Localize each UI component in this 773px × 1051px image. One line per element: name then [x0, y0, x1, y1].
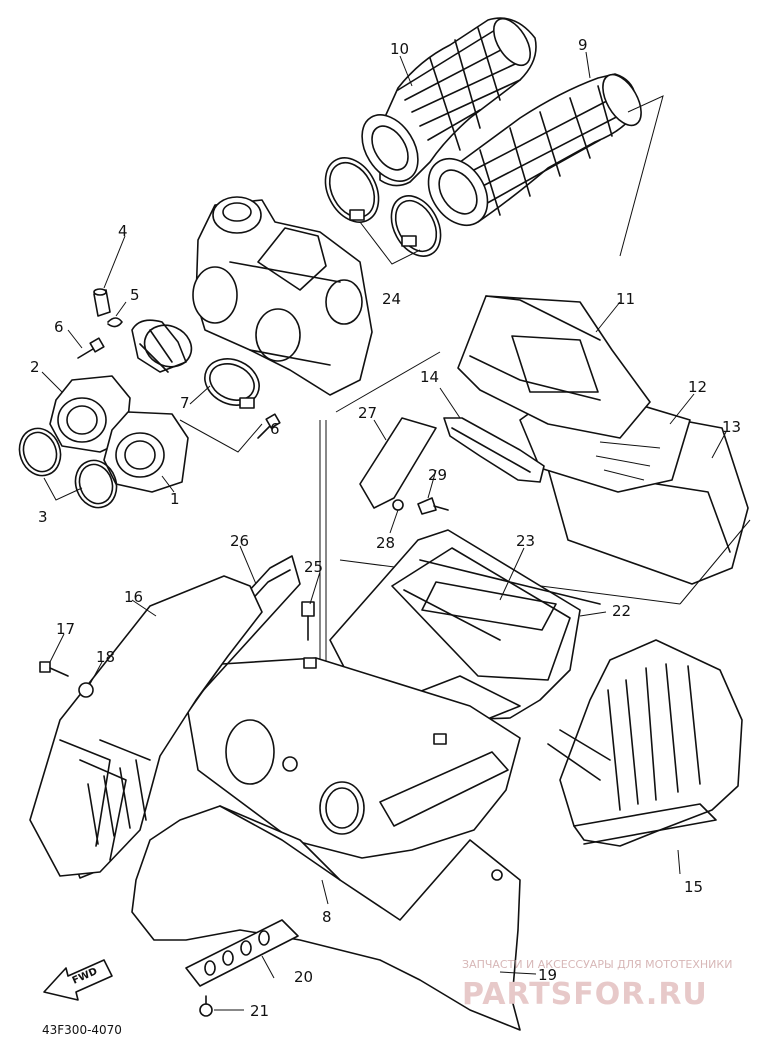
callout-22: 22 — [612, 602, 631, 620]
callout-27: 27 — [358, 404, 377, 422]
watermark-tagline: ЗАПЧАСТИ И АКСЕССУАРЫ ДЛЯ МОТОТЕХНИКИ — [462, 958, 732, 971]
clamps-7 — [143, 324, 260, 409]
bolt-6b — [257, 413, 281, 439]
callout-1: 1 — [170, 490, 180, 508]
watermark: ЗАПЧАСТИ И АКСЕССУАРЫ ДЛЯ МОТОТЕХНИКИ PA… — [462, 958, 732, 1012]
callout-16: 16 — [124, 588, 143, 606]
callout-8: 8 — [322, 908, 332, 926]
airbox-8 — [187, 657, 521, 859]
callout-12: 12 — [688, 378, 707, 396]
duct-10 — [361, 17, 537, 187]
callout-11: 11 — [616, 290, 635, 308]
callout-17: 17 — [56, 620, 75, 638]
callout-14: 14 — [420, 368, 439, 386]
callout-20: 20 — [294, 968, 313, 986]
cap-4 — [93, 288, 111, 317]
airbox-22 — [329, 529, 601, 731]
callout-25: 25 — [304, 558, 323, 576]
bracket-23 — [421, 581, 557, 631]
cover-16 — [29, 575, 263, 877]
screw-29 — [417, 497, 449, 515]
callout-6a: 6 — [54, 318, 64, 336]
bolt-25 — [301, 601, 315, 641]
bolt-17 — [39, 661, 69, 677]
callout-26: 26 — [230, 532, 249, 550]
callout-9: 9 — [578, 36, 588, 54]
hose-14 — [443, 417, 545, 483]
element-11 — [457, 295, 651, 439]
callout-21: 21 — [250, 1002, 269, 1020]
clip-5 — [107, 317, 123, 328]
watermark-site: PARTSFOR.RU — [462, 977, 708, 1012]
callout-6b: 6 — [270, 420, 280, 438]
callout-7: 7 — [180, 394, 190, 412]
carburetor — [192, 196, 373, 396]
guard-19 — [131, 805, 521, 1031]
grommet-28 — [392, 499, 404, 511]
callout-15: 15 — [684, 878, 703, 896]
callout-19: 19 — [538, 966, 557, 984]
o-rings-3 — [18, 427, 118, 509]
callout-18: 18 — [96, 648, 115, 666]
duct-9 — [427, 73, 642, 226]
callout-10: 10 — [390, 40, 409, 58]
callout-28: 28 — [376, 534, 395, 552]
cover-15 — [547, 639, 743, 847]
leader-lines — [41, 51, 727, 1011]
callout-29: 29 — [428, 466, 447, 484]
callout-23: 23 — [516, 532, 535, 550]
callout-2: 2 — [30, 358, 40, 376]
screw-21 — [199, 995, 213, 1017]
callout-13: 13 — [722, 418, 741, 436]
callout-5: 5 — [130, 286, 140, 304]
joint-1 — [103, 411, 189, 493]
bolt-6a — [77, 337, 105, 359]
diagram-code: 43F300-4070 — [42, 1023, 122, 1037]
callout-4: 4 — [118, 222, 128, 240]
plate-20 — [185, 919, 299, 987]
plate-27 — [359, 417, 437, 509]
callout-labels: 1 2 3 4 5 6 6 7 8 9 10 11 12 13 14 15 16… — [30, 36, 741, 1020]
nut-18 — [78, 682, 94, 698]
joint-2 — [49, 375, 131, 453]
callout-3: 3 — [38, 508, 48, 526]
fwd-arrow: FWD — [43, 959, 113, 1001]
callout-24: 24 — [382, 290, 401, 308]
clamps-24 — [324, 157, 442, 257]
